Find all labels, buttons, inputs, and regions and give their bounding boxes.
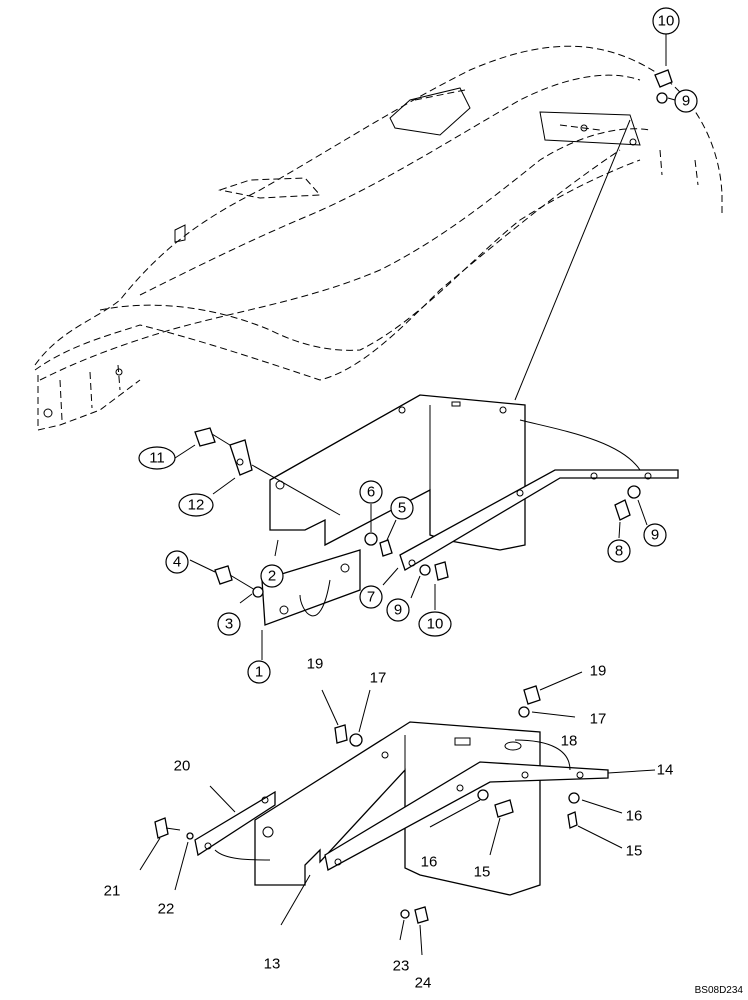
callout-9-mid: 9 [386, 598, 410, 622]
callout-12: 12 [178, 493, 214, 517]
callout-10-top: 10 [652, 7, 680, 35]
lower-bracket [154, 685, 609, 924]
upper-bracket [194, 69, 679, 626]
callout-5: 5 [390, 496, 414, 520]
callout-9-right-text: 9 [651, 527, 659, 544]
label-19-right: 19 [590, 663, 607, 680]
callout-4-text: 4 [173, 554, 181, 571]
callout-11: 11 [138, 446, 176, 470]
label-20: 20 [174, 758, 191, 775]
callout-7-text: 7 [367, 589, 375, 606]
callout-4: 4 [165, 550, 189, 574]
label-17-left: 17 [370, 670, 387, 687]
label-23: 23 [393, 958, 410, 975]
callout-1: 1 [247, 660, 271, 684]
leader-lines [139, 34, 676, 956]
callout-1-text: 1 [255, 664, 263, 681]
label-15-mid: 15 [474, 864, 491, 881]
callout-9-top-text: 9 [682, 93, 690, 110]
label-17-right: 17 [590, 711, 607, 728]
fender-assembly [34, 45, 723, 431]
label-14: 14 [657, 762, 674, 779]
callout-3-text: 3 [225, 616, 233, 633]
callout-8: 8 [607, 539, 631, 563]
callout-3: 3 [217, 612, 241, 636]
label-24: 24 [415, 975, 432, 992]
label-22: 22 [158, 901, 175, 918]
callout-2-text: 2 [268, 568, 276, 585]
callout-10-top-text: 10 [658, 13, 675, 30]
label-13: 13 [264, 956, 281, 973]
callout-12-text: 12 [188, 497, 205, 514]
label-15-right: 15 [626, 843, 643, 860]
callout-9-right: 9 [643, 523, 667, 547]
label-19-left: 19 [307, 656, 324, 673]
label-16-mid: 16 [421, 854, 438, 871]
callout-9-mid-text: 9 [394, 602, 402, 619]
callout-11-text: 11 [149, 450, 165, 467]
label-18: 18 [561, 733, 578, 750]
callout-9-top: 9 [674, 89, 698, 113]
callout-2: 2 [260, 564, 284, 588]
callout-7: 7 [359, 585, 383, 609]
callout-6-text: 6 [367, 484, 375, 501]
callout-8-text: 8 [615, 543, 623, 560]
callout-10-mid-text: 10 [427, 616, 444, 633]
callout-5-text: 5 [398, 500, 406, 517]
label-16-right: 16 [626, 808, 643, 825]
label-21: 21 [104, 883, 121, 900]
drawing-reference-code: BS08D234 [695, 985, 744, 996]
callout-6: 6 [359, 480, 383, 504]
callout-10-mid: 10 [418, 611, 452, 637]
